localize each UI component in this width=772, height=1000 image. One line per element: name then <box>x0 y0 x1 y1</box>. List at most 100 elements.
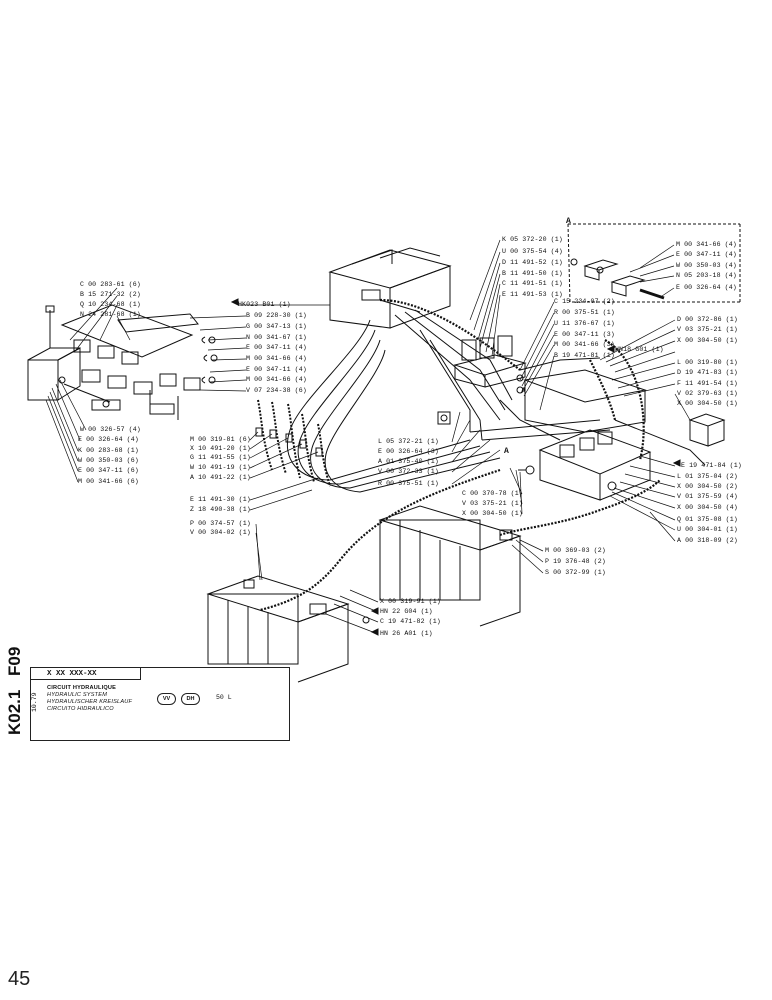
part-label: L 01 375-04 (2) <box>677 473 738 480</box>
part-label: C 11 491-51 (1) <box>502 280 563 287</box>
part-label: P 00 374-57 (1) <box>190 520 251 527</box>
part-label: C 19 471-82 (1) <box>380 618 441 625</box>
part-label: K 00 283-68 (1) <box>78 447 139 454</box>
part-label: X 10 491-20 (1) <box>190 445 251 452</box>
part-label: E 11 491-30 (1) <box>190 496 251 503</box>
pointer-arrow-icon <box>230 298 681 636</box>
control-valve-stack <box>437 335 527 425</box>
part-label: HK023 B01 (1) <box>238 301 291 308</box>
part-label: W 10 491-19 (1) <box>190 464 251 471</box>
sheet-group: F09 <box>5 646 24 676</box>
page-number: 45 <box>8 968 31 990</box>
part-label: E 00 347-11 (4) <box>676 251 737 258</box>
title-de: HYDRAULISCHER KREISLAUF <box>47 699 133 705</box>
title-code: X XX XXX-XX <box>31 668 141 680</box>
part-label: W 00 350-03 (6) <box>78 457 139 464</box>
part-label: V 01 375-59 (4) <box>677 493 738 500</box>
leader-lines <box>45 239 691 635</box>
part-label: D 00 372-86 (1) <box>677 316 738 323</box>
part-label: U 11 376-67 (1) <box>554 320 615 327</box>
part-label: B 15 271-32 (2) <box>80 291 141 298</box>
part-label: M 00 341-66 (4) <box>246 355 307 362</box>
badge-dh: DH <box>181 693 200 705</box>
badge-vv: VV <box>157 693 176 705</box>
part-label: V 03 375-21 (1) <box>677 326 738 333</box>
part-label: A 10 491-22 (1) <box>190 474 251 481</box>
part-label: C 15 234-07 (2) <box>554 298 615 305</box>
part-label: M 00 341-66 (6) <box>78 478 139 485</box>
part-label: E 00 326-64 (4) <box>676 284 737 291</box>
part-label: X 00 304-50 (2) <box>677 483 738 490</box>
part-label: X 00 304-50 (1) <box>462 510 523 517</box>
part-label: HN 26 A01 (1) <box>380 630 433 637</box>
part-label: B 09 228-30 (1) <box>246 312 307 319</box>
part-label: N 00 341-67 (1) <box>246 334 307 341</box>
title-en: HYDRAULIC SYSTEM <box>47 692 108 698</box>
oil-tank-right <box>378 505 522 627</box>
part-label: X 00 304-50 (1) <box>677 400 738 407</box>
part-label: Z 18 490-38 (1) <box>190 506 251 513</box>
part-label: X 00 304-50 (4) <box>677 504 738 511</box>
part-label: M 00 369-03 (2) <box>545 547 606 554</box>
part-label: L 05 372-21 (1) <box>378 438 439 445</box>
part-label: W 00 326-57 (4) <box>80 426 141 433</box>
part-label: E 00 326-64 (3) <box>378 448 439 455</box>
part-label: HN 22 G04 (1) <box>380 608 433 615</box>
part-label: Q 10 234-68 (1) <box>80 301 141 308</box>
part-label: V 00 304-02 (1) <box>190 529 251 536</box>
part-label: HN18 G01 (1) <box>615 346 664 353</box>
part-label: Q 01 375-08 (1) <box>677 516 738 523</box>
part-label: C 00 283-61 (6) <box>80 281 141 288</box>
detail-box-a <box>567 223 741 303</box>
part-label: S 00 372-99 (1) <box>545 569 606 576</box>
part-label: M 00 319-81 (6) <box>190 436 251 443</box>
part-label: M 00 341-66 (4) <box>676 241 737 248</box>
part-label: D 19 471-83 (1) <box>677 369 738 376</box>
part-label: E 00 347-11 (3) <box>554 331 615 338</box>
part-label: G 00 347-13 (1) <box>246 323 307 330</box>
part-label: V 03 375-21 (1) <box>462 500 523 507</box>
part-label: E 00 347-11 (4) <box>246 344 307 351</box>
part-label: V 07 234-38 (6) <box>246 387 307 394</box>
part-label: U 00 304-01 (1) <box>677 526 738 533</box>
part-label: N 05 203-18 (4) <box>676 272 737 279</box>
part-label: C 00 370-78 (1) <box>462 490 523 497</box>
part-label: E 00 347-11 (6) <box>78 467 139 474</box>
section-marker: A <box>566 217 571 226</box>
part-label: E 19 471-84 (1) <box>681 462 742 469</box>
part-label: R 00 375-51 (1) <box>378 480 439 487</box>
part-label: X 00 319-91 (1) <box>380 598 441 605</box>
part-label: X 00 304-50 (1) <box>677 337 738 344</box>
distribution-valve <box>518 369 726 501</box>
hydraulic-block <box>328 247 452 329</box>
part-label: V 00 372-33 (1) <box>378 468 439 475</box>
title-it: CIRCUITO HIDRAULICO <box>47 706 114 712</box>
part-label: U 00 375-54 (4) <box>502 248 563 255</box>
part-label: A 00 318-09 (2) <box>677 537 738 544</box>
pointer-circle-icon <box>362 616 370 624</box>
part-label: B 19 471-81 (1) <box>554 352 615 359</box>
part-label: A 01 375-40 (1) <box>378 458 439 465</box>
part-label: N 24 281-68 (1) <box>80 311 141 318</box>
part-label: K 05 372-20 (1) <box>502 236 563 243</box>
title-fr: CIRCUIT HYDRAULIQUE <box>47 685 117 691</box>
part-label: D 11 491-52 (1) <box>502 259 563 266</box>
pointer-a-label: A <box>521 387 526 396</box>
part-label: L 00 319-80 (1) <box>677 359 738 366</box>
part-label: W 00 350-03 (4) <box>676 262 737 269</box>
sheet-number: K02.1 <box>5 689 24 735</box>
part-label: E 00 347-11 (4) <box>246 366 307 373</box>
part-label: E 00 326-64 (4) <box>78 436 139 443</box>
part-label: M 00 341-66 (3) <box>554 341 615 348</box>
title-block: X XX XXX-XX CIRCUIT HYDRAULIQUE HYDRAULI… <box>30 667 290 741</box>
part-label: P 19 376-48 (2) <box>545 558 606 565</box>
left-bracket-assembly <box>27 304 218 420</box>
oil-tank-left <box>206 575 350 683</box>
part-label: F 11 491-54 (1) <box>677 380 738 387</box>
part-label: E 11 491-53 (1) <box>502 291 563 298</box>
unit-label: 50 L <box>216 694 232 701</box>
part-label: B 11 491-50 (1) <box>502 270 563 277</box>
valve-a-label: A <box>504 447 509 456</box>
part-label: R 00 375-51 (1) <box>554 309 615 316</box>
